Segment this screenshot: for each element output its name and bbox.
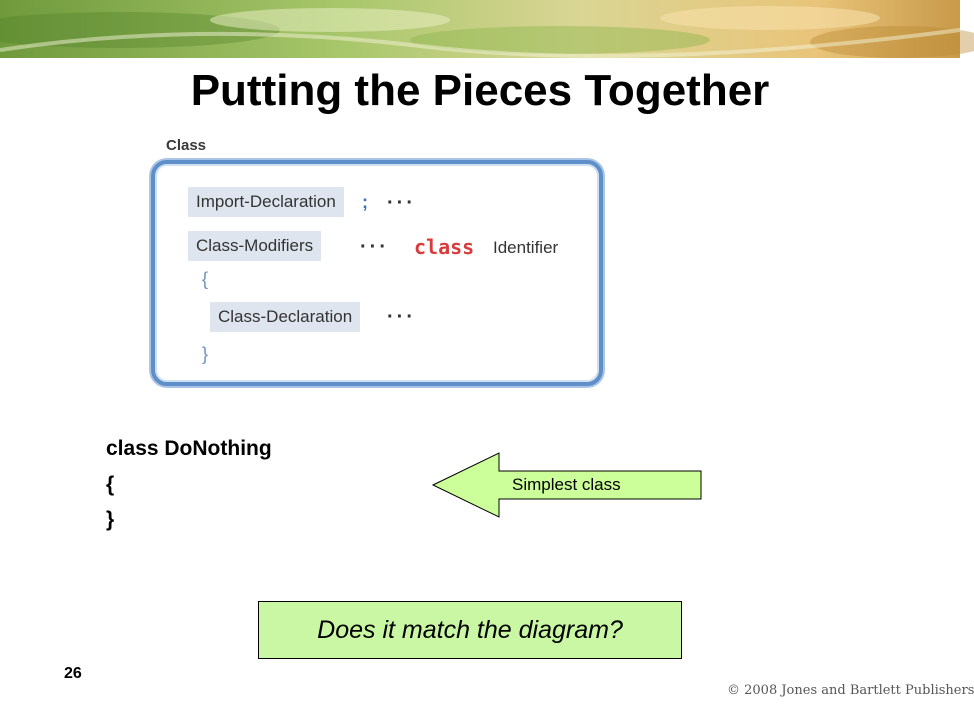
class-keyword: class [414,235,475,259]
open-brace: { [202,269,209,289]
close-brace: } [202,344,209,364]
copyright-notice: © 2008 Jones and Bartlett Publishers [727,683,974,698]
code-line-1: class DoNothing [106,437,272,460]
dots-1: ··· [387,192,416,214]
class-declaration-box: Class-Declaration [210,302,361,332]
callout-label: Simplest class [512,475,621,494]
semicolon: ; [362,192,368,212]
code-line-2: { [106,473,115,496]
identifier-label: Identifier [493,238,559,257]
dots-3: ··· [387,306,416,328]
class-modifiers-box: Class-Modifiers [188,231,322,261]
class-syntax-diagram: Import-Declaration ; ··· Class-Modifiers… [151,160,603,386]
dots-2: ··· [360,236,389,258]
slide-title: Putting the Pieces Together [190,66,770,115]
diagram-label: Class [166,137,207,154]
code-line-3: } [106,508,115,531]
slide-number: 26 [64,665,82,682]
import-declaration-box: Import-Declaration [188,187,344,217]
question-box: Does it match the diagram? [258,601,682,659]
callout-arrow [431,452,702,518]
header-banner [0,0,974,58]
